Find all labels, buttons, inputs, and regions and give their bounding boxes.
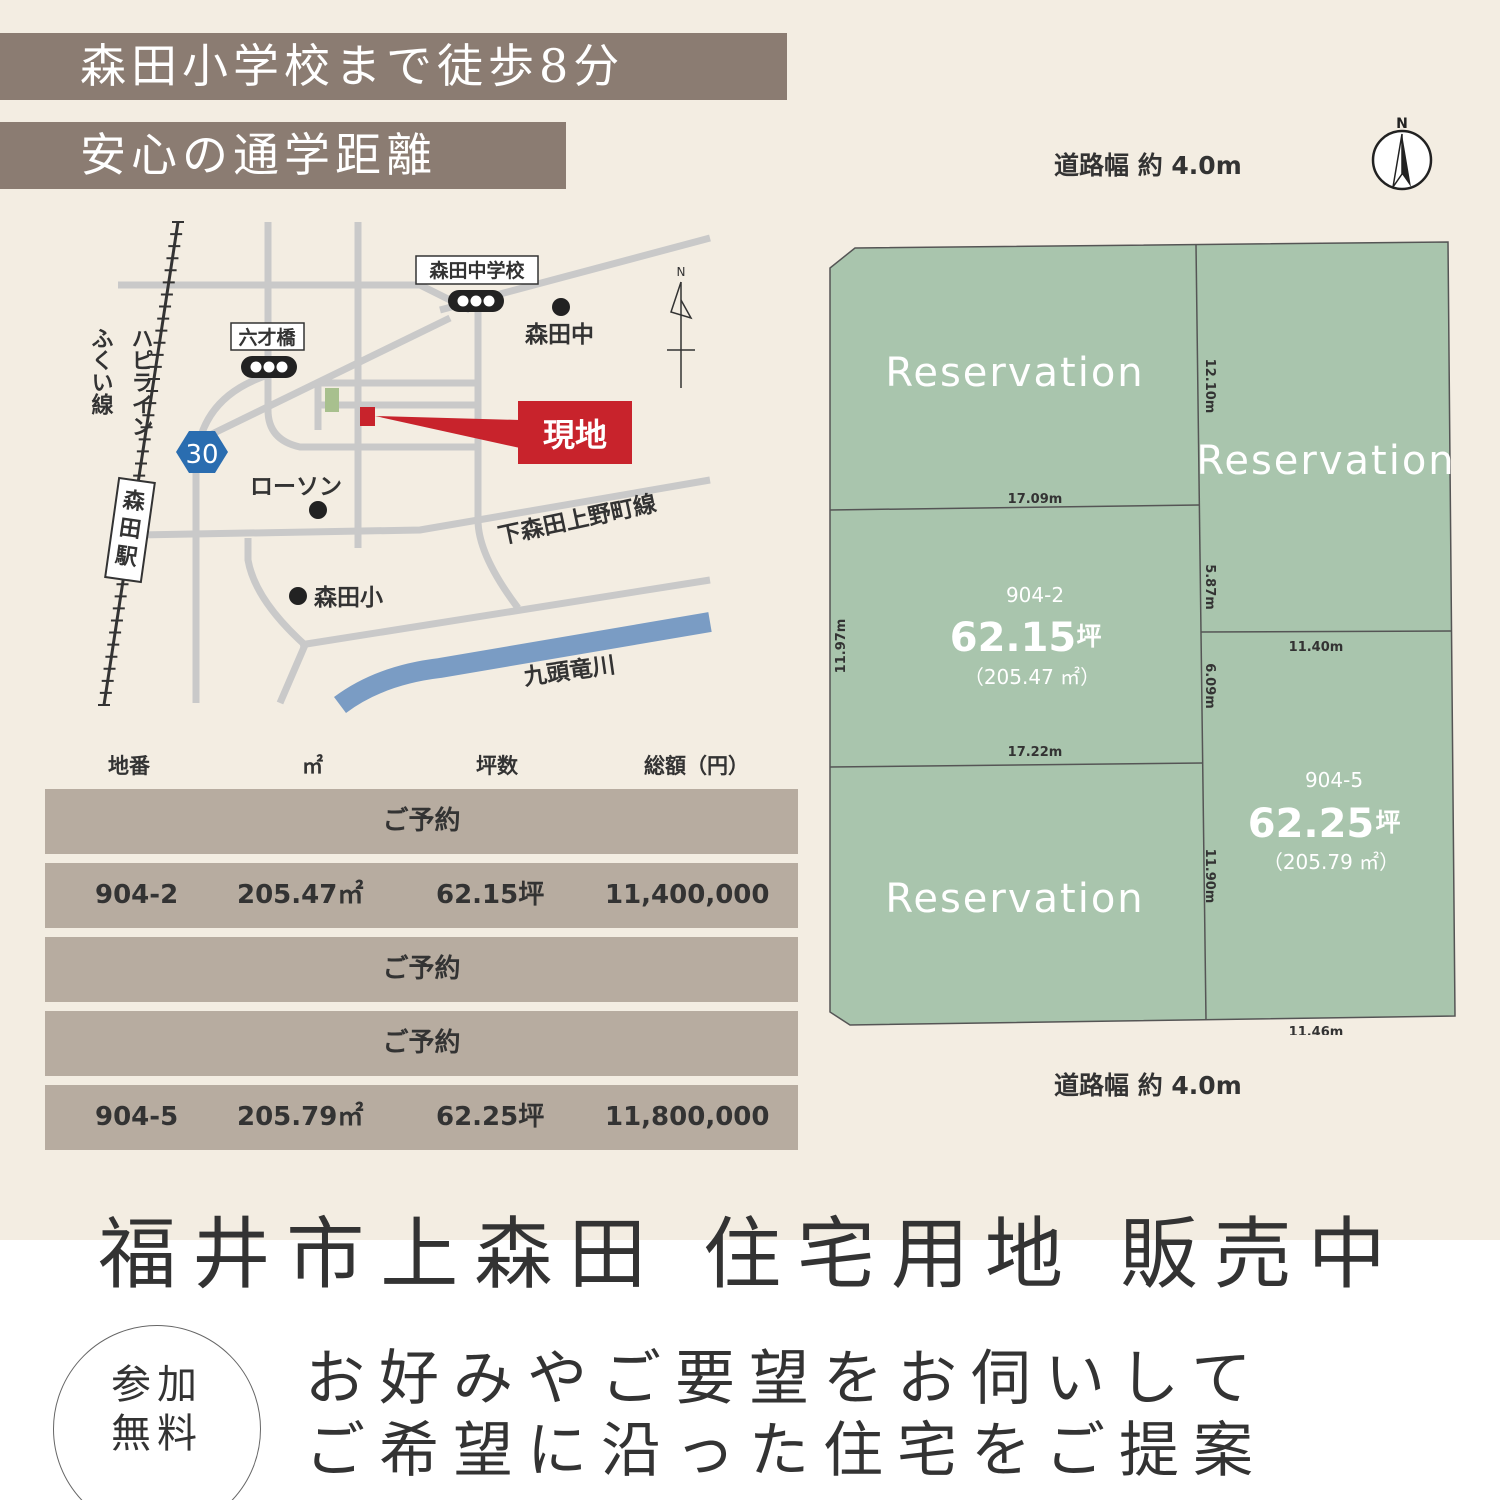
- area-map: 森田駅 ハピライン ふくい線 30 六才橋 森田中学校 森田中 ローソン 森田小: [88, 221, 712, 714]
- free-badge-line1: 参加: [111, 1362, 203, 1408]
- free-badge: 参加 無料: [53, 1325, 261, 1500]
- road-width-bottom: 道路幅 約 4.0m: [1054, 1071, 1242, 1100]
- table-row: 904-5 205.79㎡ 62.25坪 11,800,000: [45, 1085, 798, 1150]
- cell-tsubo: 62.15坪: [436, 880, 545, 910]
- park-area: [325, 388, 339, 412]
- reserved-label: ご予約: [382, 1028, 461, 1058]
- lot-reservation-label: Reservation: [885, 876, 1144, 922]
- dimension-label: 5.87m: [1202, 564, 1217, 610]
- table-row: ご予約: [45, 789, 798, 854]
- commute-safety-banner: 安心の通学距離: [0, 122, 566, 189]
- railway: [98, 221, 184, 706]
- svg-text:ふくい線: ふくい線: [88, 327, 114, 415]
- route-number: 30: [185, 440, 218, 470]
- message-line2: ご希望に沿った住宅をご提案: [305, 1416, 1267, 1486]
- lot-boundaries: [829, 244, 1453, 1021]
- route-badge: [176, 431, 228, 473]
- lot-number: 904-2: [1006, 583, 1064, 607]
- signal-label-box: [415, 255, 539, 285]
- road-width-top: 道路幅 約 4.0m: [1054, 151, 1242, 180]
- col-header-price: 総額（円）: [644, 754, 749, 778]
- site-marker: [360, 407, 375, 426]
- road-name: 下森田上野町線: [496, 490, 659, 550]
- site-box: [518, 401, 632, 464]
- station-box: 森田駅: [104, 476, 156, 584]
- river-kuzuryu: [334, 612, 712, 714]
- lot-tsubo-unit: 坪: [1375, 808, 1400, 837]
- cell-tsubo: 62.25坪: [436, 1102, 545, 1132]
- dimension-label: 11.40m: [1289, 640, 1344, 655]
- dimension-label: 17.09m: [1008, 492, 1063, 507]
- dimension-label: 6.09m: [1202, 663, 1217, 709]
- reserved-label: ご予約: [382, 806, 461, 836]
- poi-dot-icon: [309, 501, 327, 519]
- station-label: 森田駅: [114, 487, 148, 571]
- cell-price: 11,800,000: [605, 1102, 770, 1132]
- lot-tsubo-unit: 坪: [1076, 622, 1101, 651]
- poi-morita-jhs: 森田中: [525, 321, 594, 348]
- table-row: ご予約: [45, 937, 798, 1002]
- plot-north-arrow-icon: N: [1371, 116, 1433, 191]
- sale-title: 福井市上森田 住宅用地 販売中: [98, 1210, 1402, 1300]
- plot-plan: Reservation Reservation Reservation 904-…: [829, 241, 1456, 1035]
- cell-sqm: 205.47㎡: [237, 880, 364, 910]
- lot-reservation-label: Reservation: [1196, 438, 1455, 484]
- lot-reservation-label: Reservation: [885, 350, 1144, 396]
- lot-area: [829, 241, 1456, 1026]
- dimension-label: 11.90m: [1202, 849, 1217, 904]
- cell-lot: 904-5: [95, 1102, 179, 1132]
- lot-number: 904-5: [1305, 768, 1363, 792]
- lot-tsubo: 62.15: [950, 615, 1077, 661]
- poi-dot-icon: [289, 587, 307, 605]
- col-header-sqm: ㎡: [302, 754, 323, 778]
- signal-morita-jhs-label: 森田中学校: [429, 259, 525, 282]
- traffic-signal-icon: [448, 290, 504, 312]
- svg-text:N: N: [677, 265, 686, 279]
- free-badge-line2: 無料: [111, 1411, 203, 1457]
- dimension-label: 17.22m: [1008, 745, 1063, 760]
- svg-text:ハピライン: ハピライン: [128, 327, 153, 437]
- table-row: 904-2 205.47㎡ 62.15坪 11,400,000: [45, 863, 798, 928]
- traffic-signal-icon: [241, 356, 297, 378]
- cell-price: 11,400,000: [605, 880, 770, 910]
- dimension-label: 11.97m: [834, 619, 849, 674]
- cell-lot: 904-2: [95, 880, 179, 910]
- dimension-label: 11.46m: [1289, 1025, 1344, 1035]
- reserved-label: ご予約: [382, 954, 461, 984]
- cell-sqm: 205.79㎡: [237, 1102, 364, 1132]
- signal-rokusaibashi-label: 六才橋: [238, 326, 296, 349]
- dimension-label: 12.10m: [1202, 359, 1217, 414]
- site-label: 現地: [543, 416, 607, 454]
- lot-area-sqm: （205.79 ㎡）: [1263, 850, 1399, 874]
- lot-area-sqm: （205.47 ㎡）: [964, 665, 1100, 689]
- poi-lawson: ローソン: [250, 474, 342, 500]
- railway-name: ハピライン ふくい線: [88, 327, 153, 437]
- col-header-tsubo: 坪数: [476, 754, 518, 778]
- col-header-lot: 地番: [108, 754, 150, 778]
- lot-tsubo: 62.25: [1248, 801, 1375, 847]
- poi-morita-es: 森田小: [314, 584, 383, 611]
- map-north-arrow-icon: N: [667, 265, 695, 388]
- table-row: ご予約: [45, 1011, 798, 1076]
- poi-dot-icon: [552, 298, 570, 316]
- message-line1: お好みやご要望をお伺いして: [305, 1344, 1266, 1414]
- signal-label-box: [230, 322, 305, 351]
- walking-distance-banner: 森田小学校まで徒歩8分: [0, 33, 787, 100]
- svg-text:N: N: [1396, 116, 1408, 132]
- site-pointer: [375, 416, 520, 448]
